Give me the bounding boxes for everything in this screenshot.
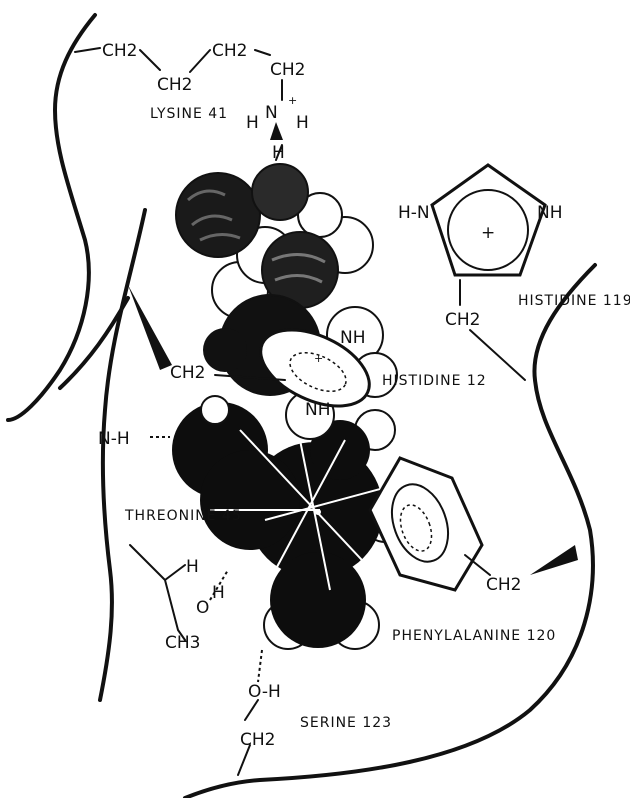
substrate-space-filling-model bbox=[172, 164, 407, 649]
histidine-12-nh-top: NH bbox=[340, 328, 366, 348]
threonine-h: H bbox=[186, 557, 199, 577]
serine-ch2: CH2 bbox=[240, 730, 275, 750]
serine-123-group: O-H CH2 SERINE 123 bbox=[238, 650, 392, 775]
lysine-ch2-b: CH2 bbox=[157, 75, 192, 95]
lysine-ch2-a: CH2 bbox=[102, 41, 137, 61]
lysine-wedge bbox=[270, 122, 283, 140]
histidine-12-nh-bottom: NH bbox=[305, 400, 331, 420]
backbone-left-outer bbox=[8, 15, 95, 420]
phenylalanine-120-label: PHENYLALANINE 120 bbox=[392, 628, 556, 644]
lysine-h-bottom: H bbox=[272, 143, 285, 163]
lysine-ch2-c: CH2 bbox=[212, 41, 247, 61]
threonine-ch3: CH3 bbox=[165, 633, 200, 653]
serine-123-label: SERINE 123 bbox=[300, 715, 392, 731]
histidine-119-group: H-N NH + CH2 HISTIDINE 119 bbox=[398, 165, 630, 380]
histidine-119-plus: + bbox=[481, 223, 495, 243]
histidine-12-wedge bbox=[128, 285, 172, 370]
threonine-nh: N-H bbox=[98, 429, 130, 449]
histidine-119-label: HISTIDINE 119 bbox=[518, 293, 630, 309]
lysine-bonds bbox=[75, 48, 282, 160]
histidine-12-label: HISTIDINE 12 bbox=[382, 373, 487, 389]
lysine-41-group: CH2 CH2 CH2 CH2 LYSINE 41 H N + H H bbox=[75, 41, 309, 163]
lysine-h-right: H bbox=[296, 113, 309, 133]
lysine-plus: + bbox=[288, 94, 297, 107]
serine-oh: O-H bbox=[248, 682, 281, 702]
histidine-119-ch2: CH2 bbox=[445, 310, 480, 330]
phenylalanine-ch2: CH2 bbox=[486, 575, 521, 595]
threonine-o: O bbox=[196, 598, 209, 618]
backbone-left-inner bbox=[100, 210, 145, 700]
backbone-left-diagonal bbox=[60, 298, 128, 388]
lysine-ch2-d: CH2 bbox=[270, 60, 305, 80]
lysine-41-label: LYSINE 41 bbox=[150, 106, 228, 122]
lysine-h-left: H bbox=[246, 113, 259, 133]
threonine-oh-h: H bbox=[212, 583, 225, 603]
histidine-12-ch2: CH2 bbox=[170, 363, 205, 383]
threonine-45-label: THREONINE 45 bbox=[124, 508, 242, 524]
phenylalanine-ring bbox=[370, 458, 482, 590]
histidine-119-nh: NH bbox=[537, 203, 563, 223]
phenylalanine-wedge bbox=[530, 545, 578, 575]
phenylalanine-120-group: CH2 PHENYLALANINE 120 bbox=[370, 458, 578, 644]
histidine-119-hn: H-N bbox=[398, 203, 430, 223]
histidine-12-plus: + bbox=[314, 352, 323, 365]
lysine-n: N bbox=[265, 103, 278, 123]
